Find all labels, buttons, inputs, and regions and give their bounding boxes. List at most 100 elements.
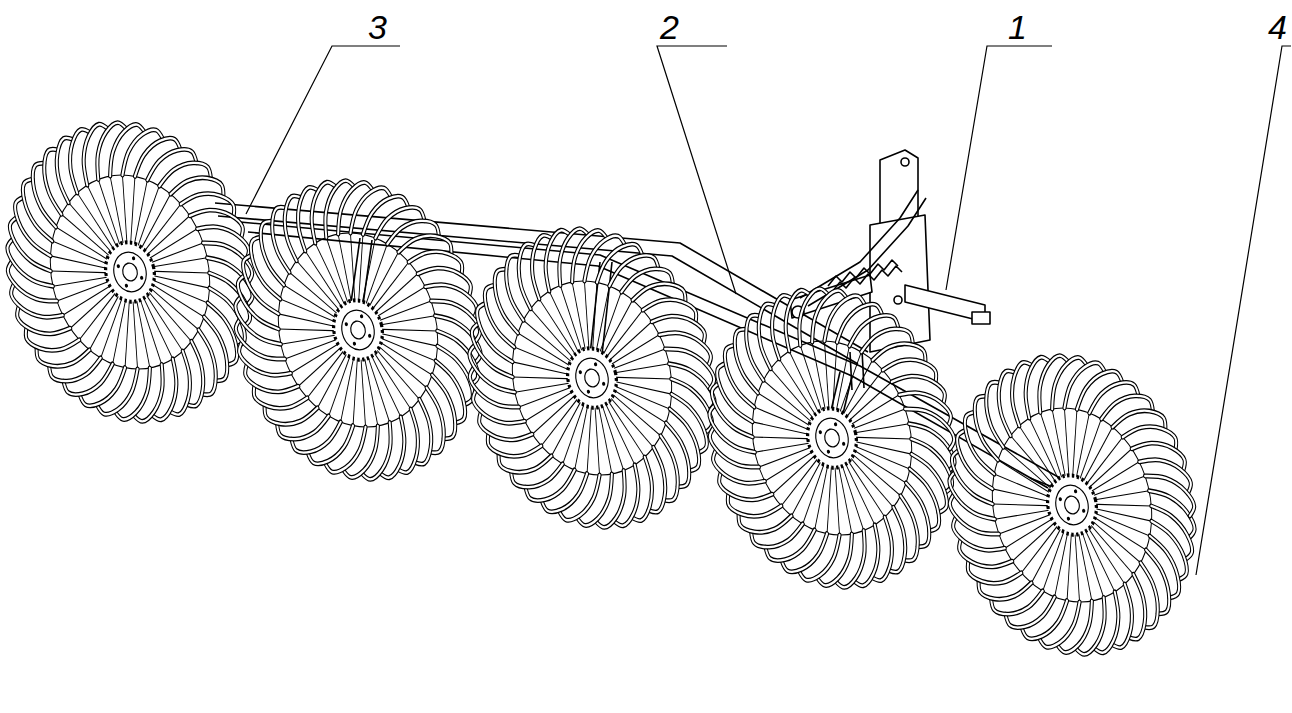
tine-fill [236,271,279,336]
tine-fill [470,319,513,384]
tine-outline [35,335,92,371]
tine-fill [991,586,1047,618]
tine-outline [672,389,710,456]
tine-fill [168,173,225,209]
tine-outline [553,475,609,522]
wheel-spoke [539,293,579,367]
tine-fill [277,411,333,443]
wheel-spoke [376,323,436,373]
wheel-hub [561,343,622,413]
wheel-spoke [754,394,814,444]
hub-bolt [818,430,822,435]
hub-bolt [842,441,846,446]
tine-fill [950,446,993,511]
tine-outline [905,399,956,457]
wheel-spoke [997,513,1057,534]
hub-bolt [1058,497,1062,502]
hub-axle [583,368,601,389]
tine-outline [737,501,794,537]
hub-axle [1063,495,1081,516]
hub-bolt [132,256,136,261]
tine-fill [1152,516,1190,583]
tine-fill [497,441,554,477]
wheel-spoke [606,349,666,370]
finger-wheel [0,96,284,447]
tine-outline [511,459,567,491]
hub-plate [812,415,853,462]
hitch-frame [790,150,990,390]
wheel-spoke [138,291,162,366]
wheel-spoke [283,338,343,359]
tine-outline [1145,466,1196,524]
hub-plate [110,249,151,296]
wheel-spoke [1040,411,1064,486]
wheel-spoke [281,330,341,349]
hub-axle [349,320,367,341]
tine-fill [263,393,320,429]
wheel-spoke [800,344,824,419]
tine-fill [319,427,375,474]
wheel-spoke [376,315,438,346]
tine-fill [49,353,105,385]
tine-outline [1151,499,1194,564]
finger-wheel [204,154,511,505]
finger-wheel [678,262,985,613]
tine-outline [715,360,753,427]
tine-fill [977,568,1034,604]
wheel-spoke [846,409,906,430]
tine-outline [91,369,147,416]
wheel-spoke [315,240,347,315]
tine-fill [475,300,513,367]
wheel-spoke [610,371,670,421]
hub-bolt [578,370,582,375]
tine-outline [671,372,714,437]
tine-fill [91,369,147,416]
tine-fill [511,459,567,491]
wheel-spoke [1029,415,1061,490]
wheel-spoke [1080,524,1104,599]
wheel-spoke [305,245,345,319]
tine-outline [870,339,927,375]
tine-outline [991,586,1047,618]
tine-fill [665,339,716,397]
finger-wheel [438,202,745,553]
tine-fill [911,432,954,497]
tine-fill [751,519,807,551]
wheel-spoke [789,348,821,423]
wheel-hub [801,403,862,473]
wheel-spoke [144,243,204,264]
wheel-spoke [87,182,119,257]
wheel-spoke [55,280,115,301]
tine-fill [156,159,212,191]
hub-axle [823,428,841,449]
finger-wheel [918,329,1225,680]
wheel-spoke [98,178,122,253]
hub-bolt [344,322,348,327]
tine-outline [977,568,1034,604]
tine-fill [672,389,710,456]
wheel-spoke [995,505,1055,524]
wheel-spoke [372,301,432,322]
tine-outline [8,213,51,278]
tine-outline [277,411,333,443]
tine-outline [475,300,513,367]
wheel-spoke [148,265,208,315]
wheel-spoke [1090,498,1150,548]
tine-outline [950,446,993,511]
tine-fill [912,449,950,516]
hub-bolt [826,449,830,454]
hub-bolt [124,283,128,288]
tine-outline [710,379,753,444]
wheel-spoke [779,353,819,427]
tine-fill [1145,466,1196,524]
hub-bolt [1066,516,1070,521]
wheel-spoke [515,378,575,397]
tine-outline [955,427,993,494]
hub-bolt [368,333,372,338]
tine-fill [816,294,872,341]
tine-outline [156,159,212,191]
hub-plate [338,307,379,354]
tine-fill [553,475,609,522]
tine-fill [710,379,753,444]
tine-outline [236,271,279,336]
